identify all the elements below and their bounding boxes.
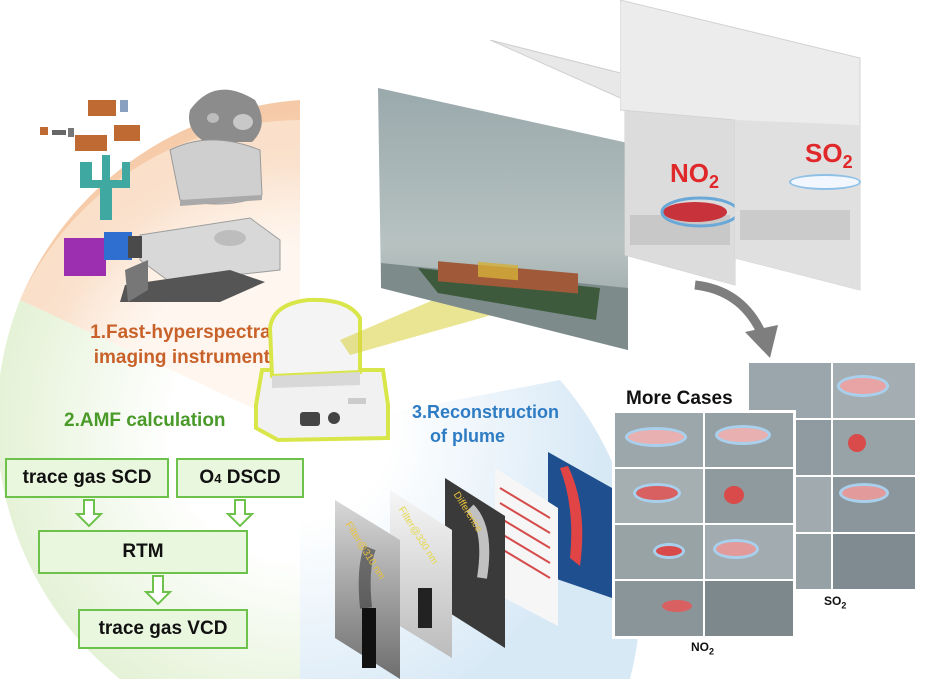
slice-filter-330 [390, 490, 452, 658]
so2-cases-caption: SO2 [824, 594, 846, 610]
dscd-text: DSCD [221, 467, 281, 488]
no2-case-plume [718, 428, 768, 442]
no2-caption-sub: 2 [709, 646, 715, 657]
so2-case-cell [748, 362, 832, 419]
arrow-rtm-to-vcd [143, 575, 173, 606]
so2-case-cell [832, 419, 916, 476]
instrument-title-line2: imaging instrument [93, 347, 270, 368]
ship-photo-panel [378, 88, 628, 350]
so2-case-plume [840, 378, 886, 394]
trace-gas-scd-box: trace gas SCD [5, 458, 169, 498]
reconstruction-title-line1: 3.Reconstruction [412, 402, 560, 422]
arrow-o4-to-rtm [225, 499, 255, 528]
no2-cases-grid [614, 412, 794, 637]
so2-label-text: SO [805, 138, 843, 168]
reconstruction-title-line2: of plume [430, 426, 505, 446]
curved-arrow-icon [694, 280, 778, 358]
instrument-title-line1: 1.Fast-hyperspectral [90, 322, 276, 343]
no2-case-plume [636, 486, 678, 500]
no2-label-sub: 2 [709, 172, 720, 193]
no2-cases-caption: NO2 [691, 640, 714, 656]
so2-case-cell [832, 476, 916, 533]
no2-case-plume [628, 430, 684, 444]
so2-caption-text: SO [824, 594, 842, 608]
instrument-section-title: 1.Fast-hyperspectral imaging instrument [46, 320, 276, 370]
no2-case-plume [716, 542, 756, 556]
more-cases-title: More Cases [626, 388, 733, 409]
so2-label: SO2 [805, 138, 853, 173]
so2-caption-sub: 2 [841, 600, 847, 611]
no2-case-plume [662, 600, 692, 612]
trace-gas-vcd-box: trace gas VCD [78, 609, 248, 649]
so2-case-plume [848, 434, 866, 452]
so2-label-sub: 2 [842, 152, 853, 173]
flowchart-arrows [74, 499, 255, 606]
o4-text: O [199, 467, 215, 488]
rtm-box: RTM [38, 530, 248, 574]
slice-stripes [495, 468, 558, 626]
no2-plume [663, 202, 727, 222]
no2-label: NO2 [670, 158, 719, 193]
exploded-instrument-illustration [40, 89, 281, 302]
no2-case-plume [724, 486, 744, 504]
reconstruction-section-title: 3.Reconstruction of plume [412, 400, 559, 448]
o4-sub: 4 [214, 470, 222, 486]
instrument-device [254, 297, 390, 443]
no2-caption-text: NO [691, 640, 709, 654]
amf-section-title: 2.AMF calculation [64, 410, 226, 431]
no2-case-cell [704, 580, 794, 637]
no2-label-text: NO [670, 158, 709, 188]
arrow-scd-to-rtm [74, 499, 104, 528]
no2-case-cell [704, 468, 794, 524]
so2-panel [620, 0, 861, 291]
so2-case-cell [832, 533, 916, 590]
no2-case-plume [656, 546, 682, 556]
reconstruction-slices [335, 452, 612, 679]
so2-case-plume [842, 486, 886, 500]
slice-difference [445, 478, 505, 648]
